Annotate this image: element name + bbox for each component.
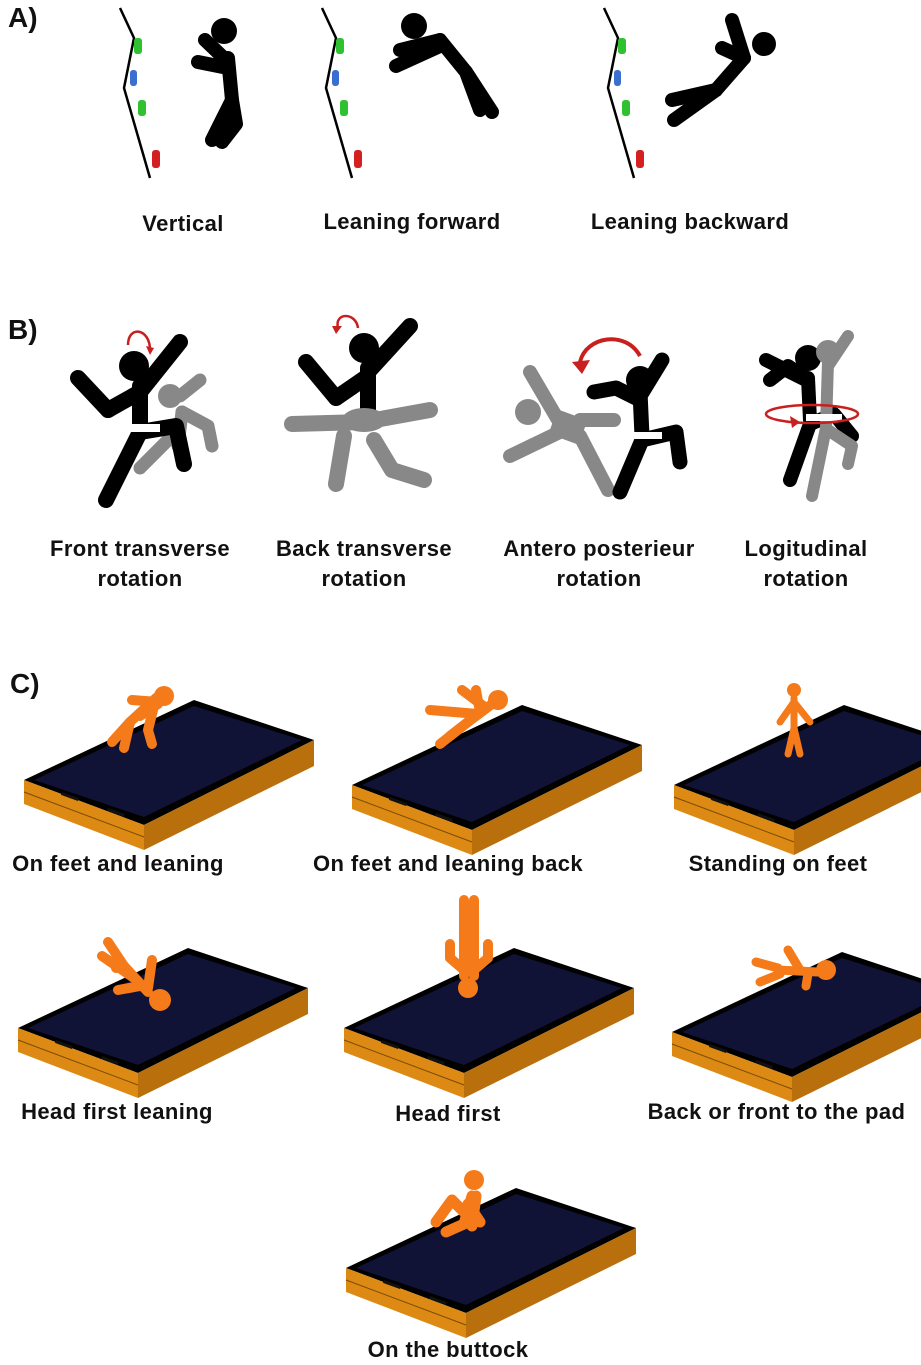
section-label-c: C) — [10, 668, 40, 699]
section-label-b: B) — [8, 314, 38, 345]
caption-b-back-transverse: Back transverse rotation — [258, 534, 470, 594]
caption-b-back-transverse-line2: rotation — [321, 566, 407, 591]
panel-b-longitudinal — [759, 330, 860, 502]
caption-b-back-transverse-line1: Back transverse — [275, 536, 452, 561]
panel-c-head-first-leaning — [17, 937, 309, 1099]
caption-b-antero-posterieur-line2: rotation — [556, 566, 642, 591]
section-label-a: A) — [8, 2, 38, 33]
caption-b-longitudinal-line2: rotation — [763, 566, 849, 591]
caption-a-leaning-forward: Leaning forward — [323, 209, 501, 234]
panel-b-back-transverse — [284, 314, 438, 492]
panel-a-leaning-backward — [602, 6, 776, 180]
caption-a-vertical: Vertical — [142, 211, 224, 236]
panel-c-on-feet-leaning — [23, 686, 315, 851]
caption-b-longitudinal-line1: Logitudinal — [744, 536, 868, 561]
caption-a-leaning-backward: Leaning backward — [590, 209, 790, 234]
caption-c-on-feet-leaning: On feet and leaning — [12, 851, 224, 876]
panel-a-leaning-forward — [320, 6, 499, 180]
panel-b-front-transverse — [70, 330, 219, 508]
caption-c-standing-on-feet: Standing on feet — [688, 851, 868, 876]
caption-b-antero-posterieur-line1: Antero posterieur — [503, 536, 695, 561]
caption-c-on-feet-leaning-back: On feet and leaning back — [313, 851, 583, 876]
panel-b-antero-posterieur — [503, 337, 688, 500]
panel-c-head-first — [343, 895, 635, 1099]
caption-c-head-first: Head first — [395, 1101, 501, 1126]
caption-c-head-first-leaning: Head first leaning — [21, 1099, 213, 1124]
caption-c-on-the-buttock: On the buttock — [367, 1337, 529, 1362]
caption-b-front-transverse-line2: rotation — [97, 566, 183, 591]
caption-b-antero-posterieur: Antero posterieur rotation — [484, 534, 714, 594]
caption-b-front-transverse-line1: Front transverse — [49, 536, 230, 561]
panel-a-vertical — [118, 6, 243, 180]
panel-c-on-feet-leaning-back — [351, 685, 643, 856]
panel-c-back-or-front — [671, 945, 921, 1103]
panel-c-on-the-buttock — [345, 1170, 637, 1339]
caption-c-back-or-front: Back or front to the pad — [647, 1099, 906, 1124]
caption-b-front-transverse: Front transverse rotation — [30, 534, 250, 594]
panel-c-standing-on-feet — [673, 683, 921, 856]
caption-b-longitudinal: Logitudinal rotation — [724, 534, 888, 594]
